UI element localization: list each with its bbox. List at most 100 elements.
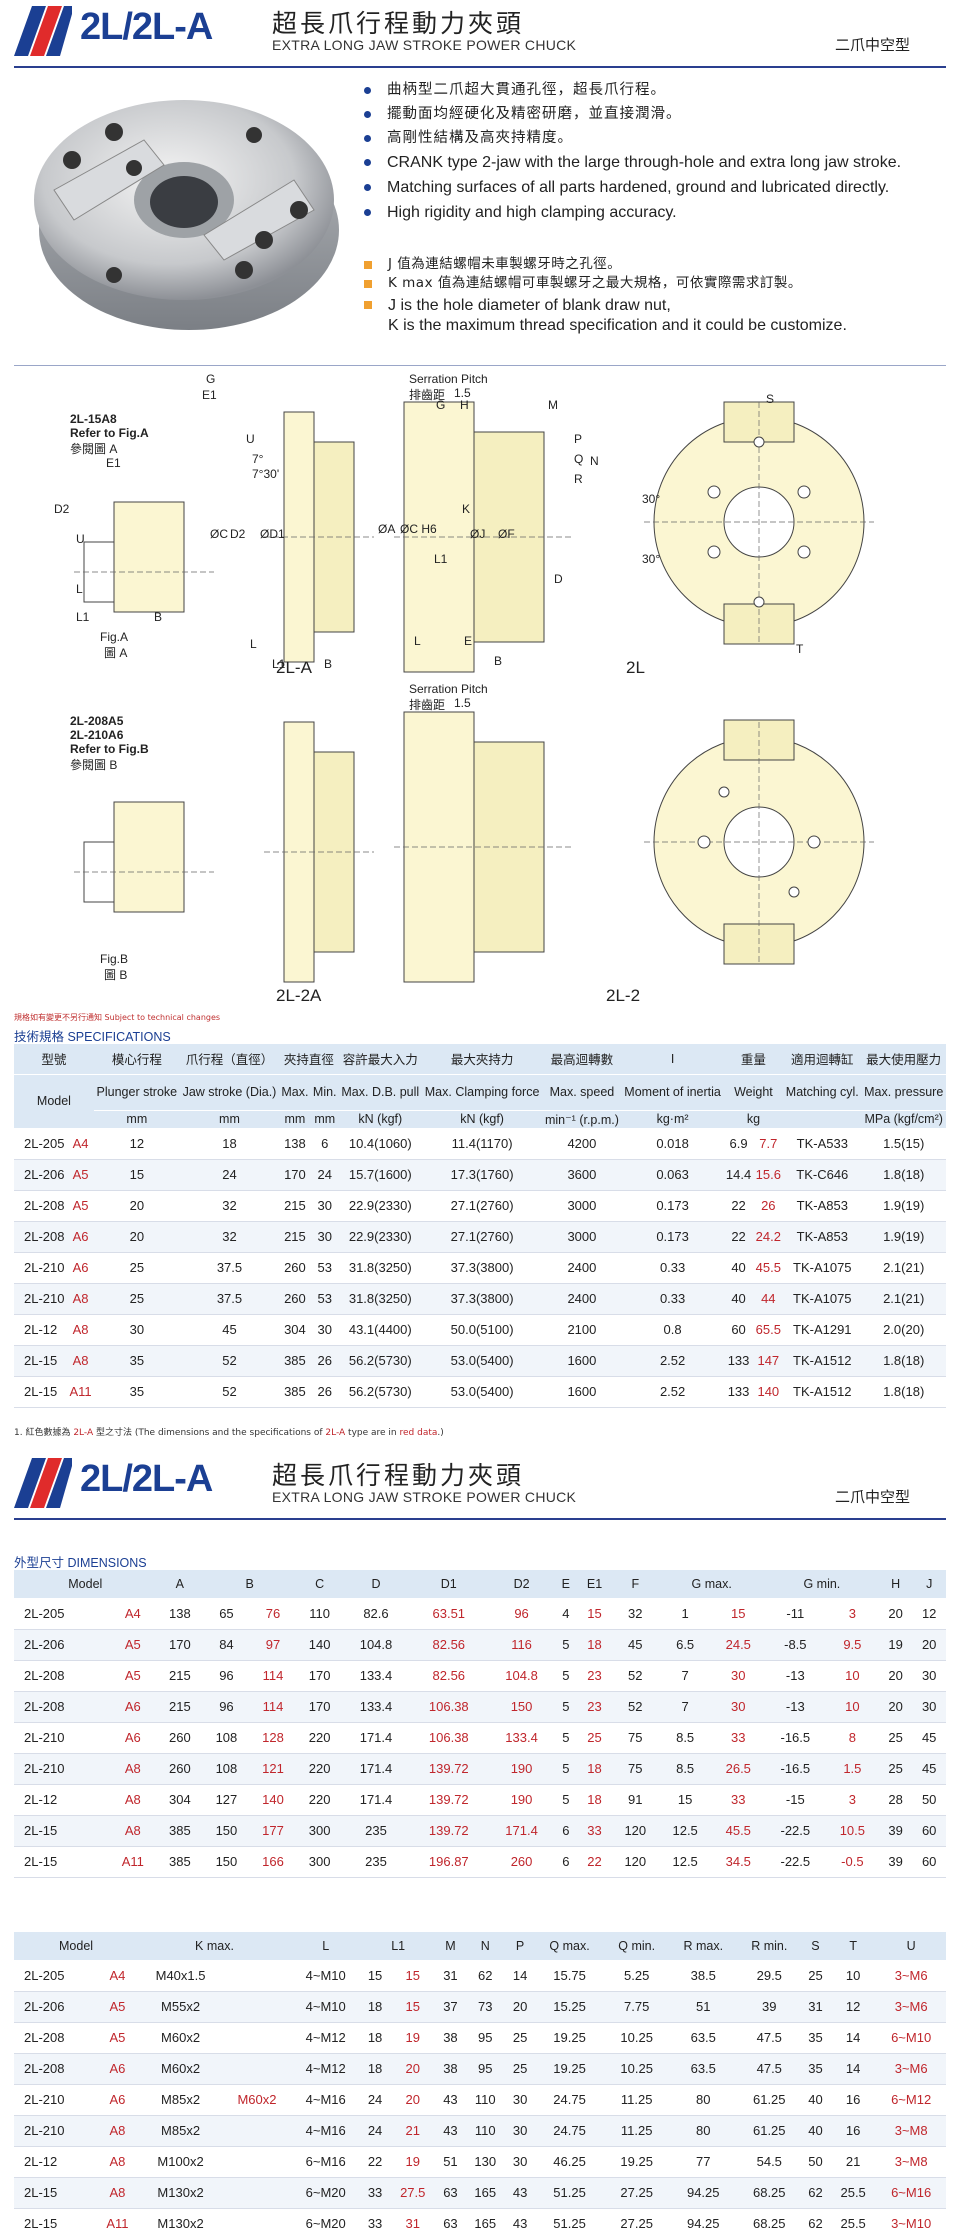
table-cell: 82.56 [409, 1629, 489, 1661]
table-cell: 300 [296, 1815, 343, 1847]
table-cell: 19 [389, 2022, 436, 2054]
dim-p: P [574, 432, 583, 446]
table-cell: M40x1.5 [138, 1960, 224, 1992]
table-cell: 25 [505, 2022, 535, 2054]
table-cell: 20 [912, 1629, 946, 1661]
table-cell: 5 [554, 1660, 578, 1692]
table-cell: 7 [658, 1691, 712, 1723]
table-cell: 46.25 [534, 2146, 605, 2178]
table-cell: 4~M16 [290, 2084, 361, 2116]
table-cell: 31 [800, 1991, 831, 2023]
table-cell: A8 [96, 2115, 139, 2147]
table-cell: 10 [825, 1660, 879, 1692]
table-cell: 6~M20 [290, 2208, 361, 2228]
table-cell: 171.4 [342, 1722, 410, 1754]
table-cell: 1.9(19) [861, 1221, 946, 1253]
dim-r: R [574, 472, 583, 486]
list-item: CRANK type 2-jaw with the large through-… [360, 152, 945, 173]
table-cell: 3~M8 [876, 2146, 946, 2178]
table-cell: 56.2(5730) [338, 1376, 422, 1408]
table-cell: 24 [310, 1159, 339, 1191]
table-cell: 12.5 [658, 1846, 712, 1878]
table-cell: 75 [612, 1753, 659, 1785]
table-cell: 25 [93, 1283, 180, 1315]
dim-q: Q [574, 452, 584, 466]
table-cell: 43.1(4400) [338, 1314, 422, 1346]
table-cell [223, 2146, 291, 2178]
table-cell: 60 [912, 1815, 946, 1847]
model-cell: 2L-205 [14, 1598, 110, 1630]
figb-ref-cn: 參閱圖 B [70, 758, 118, 772]
dim-s: S [766, 392, 775, 406]
table-cell: M60x2 [138, 2022, 224, 2054]
table-cell: 133.4 [488, 1722, 555, 1754]
table-cell: 24.5 [711, 1629, 765, 1661]
model-cell: 2L-208 [14, 2053, 97, 2085]
table-cell: 30 [505, 2115, 535, 2147]
table-cell: 114 [249, 1691, 297, 1723]
table-cell: 45 [912, 1722, 946, 1754]
table-cell: 30 [310, 1190, 339, 1222]
table-cell: 10.25 [604, 2053, 669, 2085]
table-cell: 15 [389, 1991, 436, 2023]
table-cell: A8 [109, 1784, 157, 1816]
table-cell: 19 [389, 2146, 436, 2178]
table-cell: 45 [612, 1629, 659, 1661]
brand-stripes-icon [14, 6, 72, 56]
section-rule [14, 365, 946, 366]
table-cell: 104.8 [488, 1660, 555, 1692]
table-cell: 63.5 [668, 2022, 738, 2054]
model-cell: 2L-15 [14, 1376, 68, 1408]
dim-b: B [494, 654, 503, 668]
table-cell: 385 [279, 1376, 311, 1408]
drawing-2l2a-label: 2L-2A [276, 986, 322, 1005]
table-cell: 35 [800, 2053, 831, 2085]
table-cell: -11 [764, 1598, 826, 1630]
table-cell: 26 [753, 1190, 784, 1222]
table-cell: -22.5 [764, 1846, 826, 1878]
model-cell: 2L-15 [14, 2177, 97, 2209]
model-cell: 2L-210 [14, 2115, 97, 2147]
table-cell: 20 [878, 1691, 913, 1723]
serration-cn: 排齒距 [409, 698, 446, 712]
table-cell: TK-A1075 [783, 1252, 862, 1284]
table-cell: 27.1(2760) [421, 1190, 543, 1222]
table-cell: 8.5 [658, 1722, 712, 1754]
table-cell: 37.3(3800) [421, 1252, 543, 1284]
model-cell: 2L-210 [14, 2084, 97, 2116]
table-cell: 22 [723, 1190, 754, 1222]
table-cell [223, 2022, 291, 2054]
table-cell: A11 [109, 1846, 157, 1878]
table-cell: A5 [96, 2022, 139, 2054]
list-item: High rigidity and high clamping accuracy… [360, 202, 945, 223]
table-cell: 150 [203, 1846, 250, 1878]
table-cell: 1.8(18) [861, 1159, 946, 1191]
table-cell: 140 [296, 1629, 343, 1661]
table-cell: 29.5 [737, 1960, 801, 1992]
table-cell: 33 [360, 2177, 390, 2209]
figb-ref: Refer to Fig.B [70, 742, 149, 756]
table-cell: M100x2 [138, 2146, 224, 2178]
dim-g: G [206, 372, 216, 386]
table-cell: 15.6 [753, 1159, 784, 1191]
table-cell: 120 [612, 1846, 659, 1878]
table-cell: 215 [156, 1691, 204, 1723]
table-cell: 16 [830, 2115, 877, 2147]
table-cell: M85x2 [138, 2084, 224, 2116]
table-cell: 65 [203, 1598, 250, 1630]
model-cell: 2L-208 [14, 1221, 68, 1253]
table-cell: 4~M12 [290, 2053, 361, 2085]
figb-label-cn: 圖 B [104, 968, 128, 982]
drawing-2l2-label: 2L-2 [606, 986, 641, 1005]
table-cell: 7 [658, 1660, 712, 1692]
bullet-icon [364, 87, 371, 94]
table-cell: A8 [67, 1283, 94, 1315]
table-cell: 110 [296, 1598, 343, 1630]
table-cell: 24 [360, 2084, 390, 2116]
table-cell: 171.4 [488, 1815, 555, 1847]
serration-label: Serration Pitch [409, 372, 488, 386]
feature-list: 曲柄型二爪超大貫通孔徑，超長爪行程。 擺動面均經硬化及精密研磨，並直接潤滑。 高… [360, 80, 945, 227]
table-cell: 28 [878, 1784, 913, 1816]
